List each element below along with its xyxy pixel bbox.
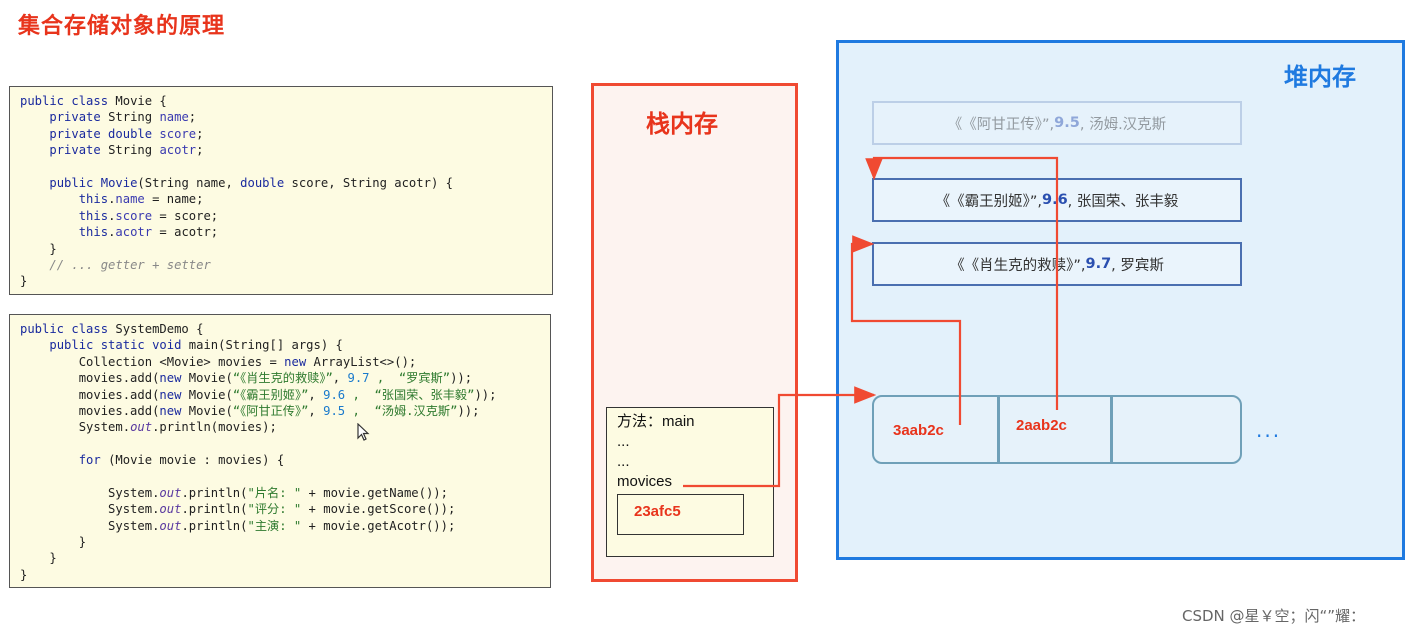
collection-cell-address: 3aab2c [893,422,944,439]
mouse-cursor-icon [357,423,370,441]
code-line: System.out.println("主演: " + movie.getAco… [20,518,456,533]
code-line: private double score; [49,126,204,141]
collection-cell-divider [997,395,1000,464]
code-line: System.out.println("评分: " + movie.getSco… [20,502,456,517]
code-line [20,436,540,452]
collection-cell-divider [1110,395,1113,464]
object-name: 《阿甘正传》”, [962,116,1055,133]
object-actor: , 张国荣、张丰毅 [1067,193,1179,210]
code-line: movies.add(new Movie(“《肖生克的救赎》”, 9.7 , “… [20,371,473,386]
code-line: for (Movie movie : movies) { [78,453,285,468]
code-line: } [20,567,28,582]
code-line: } [20,274,28,289]
code-line [20,159,542,175]
code-line: System.out.println("片名: " + movie.getNam… [20,485,448,500]
code-line: // ... getter + setter [49,257,211,272]
system-demo-code: public class SystemDemo { public static … [9,314,551,588]
heap-object-farewell-concubine: 《《霸王别姬》”, 9.6 , 张国荣、张丰毅 [872,178,1242,222]
code-line: this.score = score; [78,208,219,223]
heap-object-shawshank: 《《肖生克的救赎》”, 9.7 , 罗宾斯 [872,242,1242,286]
csdn-watermark: CSDN @星￥空；闪“”耀： [1182,607,1366,625]
code-line: private String acotr; [49,143,204,158]
code-line: movies.add(new Movie(“《阿甘正传》”, 9.5 , “汤姆… [20,403,480,418]
code-line: this.name = name; [78,192,204,207]
collection-cell-address: 2aab2c [1016,417,1067,434]
page-title: 集合存储对象的原理 [18,14,226,39]
code-line: Collection <Movie> movies = new ArrayLis… [20,354,417,369]
object-score: 9.6 [1041,192,1068,208]
object-actor: , 罗宾斯 [1111,257,1164,274]
heap-memory-title: 堆内存 [1284,63,1356,91]
code-line: System.out.println(movies); [20,420,277,435]
more-ellipsis: ... [1256,418,1282,442]
code-line: private String name; [49,110,197,125]
object-name: 《肖生克的救赎》”, [964,257,1086,274]
code-line: } [20,551,57,566]
code-line [20,469,540,485]
object-score: 9.5 [1054,115,1080,131]
code-line: public class SystemDemo { [20,322,204,336]
object-score: 9.7 [1085,256,1112,272]
stack-address-value: 23afc5 [634,503,681,520]
object-actor: , 汤姆.汉克斯 [1079,116,1167,133]
frame-ellipsis-2: ... [617,453,630,470]
code-line: public Movie(String name, double score, … [49,175,453,190]
stack-memory-title: 栈内存 [646,110,718,138]
stack-address-box [617,494,744,535]
object-name: 《霸王别姬》”, [950,193,1042,210]
code-line: this.acotr = acotr; [78,225,219,240]
frame-method-label: 方法：main [617,413,695,430]
code-line: } [20,241,57,256]
heap-object-forrest-gump: 《《阿甘正传》”, 9.5 , 汤姆.汉克斯 [872,101,1242,145]
code-line: public static void main(String[] args) { [49,338,343,353]
code-line: movies.add(new Movie(“《霸王别姬》”, 9.6 , “张国… [20,387,497,402]
movie-class-code: public class Movie { private String name… [9,86,553,295]
code-line: public class Movie { [20,94,167,108]
frame-variable-label: movices [617,473,673,490]
frame-ellipsis-1: ... [617,433,630,450]
code-line: } [20,535,87,550]
